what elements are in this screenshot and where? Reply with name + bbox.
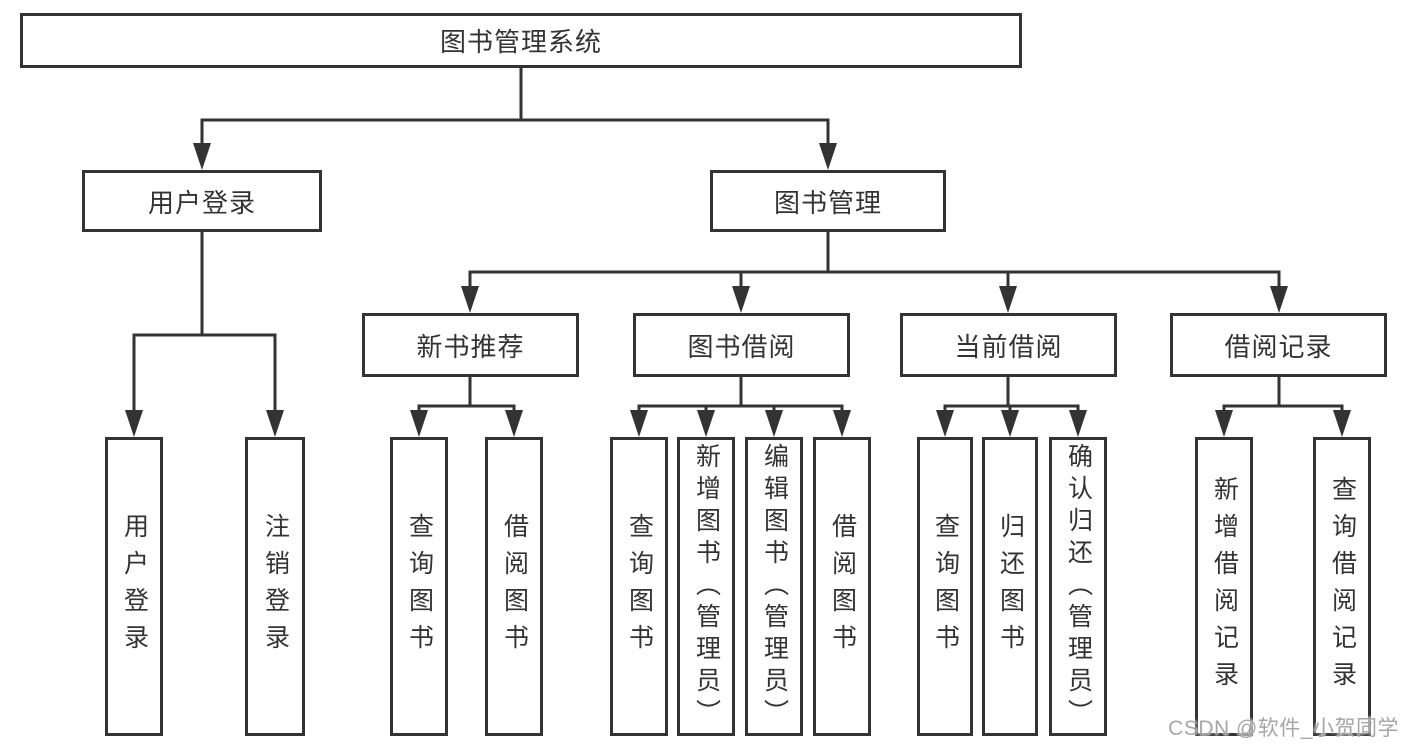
leaf-query-books-1-label: 查询图书	[405, 512, 434, 661]
leaf-add-borrow-record: 新增借阅记录	[1195, 437, 1253, 736]
leaf-borrow-books-2-label: 借阅图书	[828, 512, 857, 661]
leaf-query-books-3: 查询图书	[917, 437, 973, 736]
leaf-logout: 注销登录	[245, 437, 305, 736]
leaf-borrow-books-1-label: 借阅图书	[500, 512, 529, 661]
leaf-query-books-1: 查询图书	[390, 437, 448, 736]
leaf-return-books: 归还图书	[982, 437, 1038, 736]
node-new-book-recommend: 新书推荐	[362, 313, 579, 377]
leaf-query-borrow-record-label: 查询借阅记录	[1328, 475, 1357, 698]
leaf-add-books-admin-label: 新增图书（管理员）	[692, 442, 721, 731]
leaf-query-borrow-record: 查询借阅记录	[1313, 437, 1371, 736]
node-root: 图书管理系统	[20, 13, 1022, 68]
node-book-borrow-label: 图书借阅	[687, 331, 796, 362]
leaf-edit-books-admin-label: 编辑图书（管理员）	[760, 442, 789, 731]
leaf-return-books-label: 归还图书	[996, 512, 1025, 661]
leaf-confirm-return-admin: 确认归还（管理员）	[1049, 437, 1107, 736]
leaf-query-books-2: 查询图书	[610, 437, 668, 736]
leaf-edit-books-admin: 编辑图书（管理员）	[745, 437, 803, 736]
node-root-label: 图书管理系统	[439, 27, 602, 57]
node-user-login-label: 用户登录	[147, 187, 256, 218]
node-book-management-label: 图书管理	[773, 187, 882, 218]
csdn-watermark: CSDN @软件_小贺同学	[1168, 717, 1399, 740]
leaf-user-login: 用户登录	[105, 437, 163, 736]
leaf-add-books-admin: 新增图书（管理员）	[677, 437, 735, 736]
node-current-borrow: 当前借阅	[900, 313, 1117, 377]
leaf-add-borrow-record-label: 新增借阅记录	[1210, 475, 1239, 698]
node-borrow-records: 借阅记录	[1170, 313, 1387, 377]
node-user-login: 用户登录	[82, 170, 322, 232]
leaf-query-books-2-label: 查询图书	[625, 512, 654, 661]
node-book-borrow: 图书借阅	[633, 313, 850, 377]
leaf-confirm-return-admin-label: 确认归还（管理员）	[1064, 442, 1093, 731]
leaf-query-books-3-label: 查询图书	[931, 512, 960, 661]
node-current-borrow-label: 当前借阅	[954, 331, 1063, 362]
leaf-borrow-books-1: 借阅图书	[485, 437, 543, 736]
node-new-book-recommend-label: 新书推荐	[416, 331, 525, 362]
leaf-logout-label: 注销登录	[261, 512, 290, 661]
leaf-borrow-books-2: 借阅图书	[813, 437, 871, 736]
leaf-user-login-label: 用户登录	[120, 512, 149, 661]
node-book-management: 图书管理	[710, 170, 946, 232]
node-borrow-records-label: 借阅记录	[1224, 331, 1333, 362]
